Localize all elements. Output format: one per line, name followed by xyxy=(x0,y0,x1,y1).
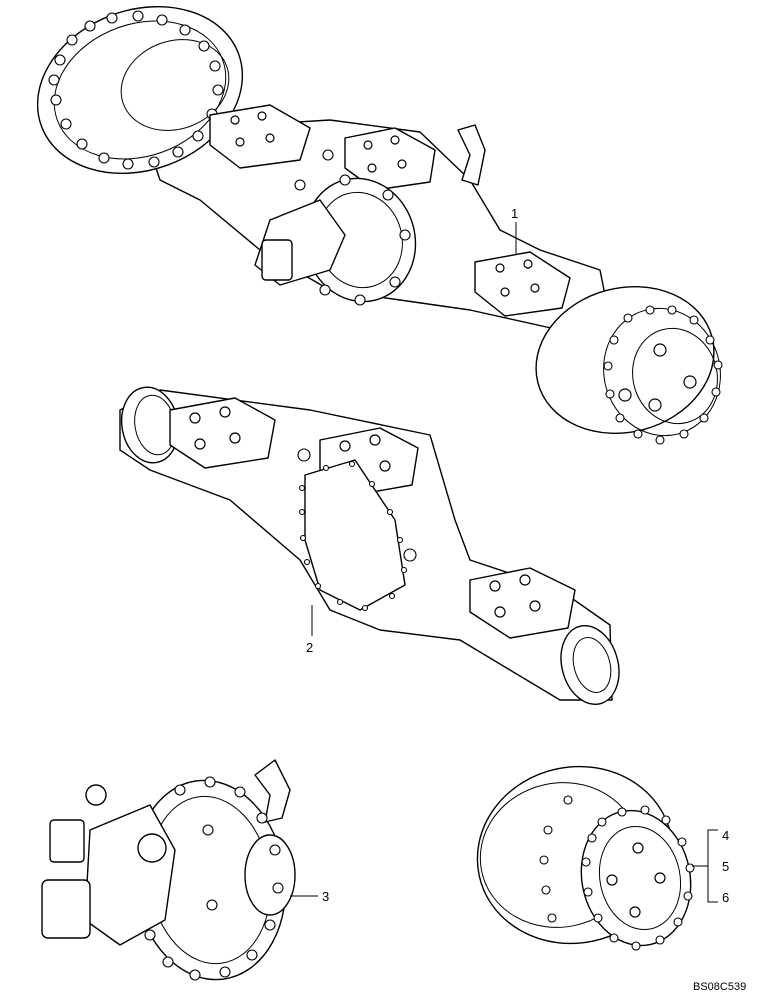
right-hub-bolt-ring xyxy=(603,305,723,445)
hub-callout-bracket xyxy=(692,829,718,903)
wheel-hub-assembly: 4 5 6 xyxy=(476,765,729,951)
callout-4-label: 4 xyxy=(722,828,729,843)
callout-3-label: 3 xyxy=(322,889,329,904)
hub-bolt-ring xyxy=(539,795,695,951)
differential-assembly: 3 xyxy=(41,759,329,981)
axle-housing: 2 xyxy=(119,386,620,706)
callout-2-label: 2 xyxy=(306,640,313,655)
differential-flange-bolts xyxy=(144,776,284,981)
callout-5-label: 5 xyxy=(722,859,729,874)
axle-assembly: 1 xyxy=(36,5,723,445)
drawing-reference-code: BS08C539 xyxy=(693,981,746,993)
housing-flange-holes xyxy=(298,460,408,612)
callout-1-label: 1 xyxy=(511,206,518,221)
callout-6-label: 6 xyxy=(722,890,729,905)
